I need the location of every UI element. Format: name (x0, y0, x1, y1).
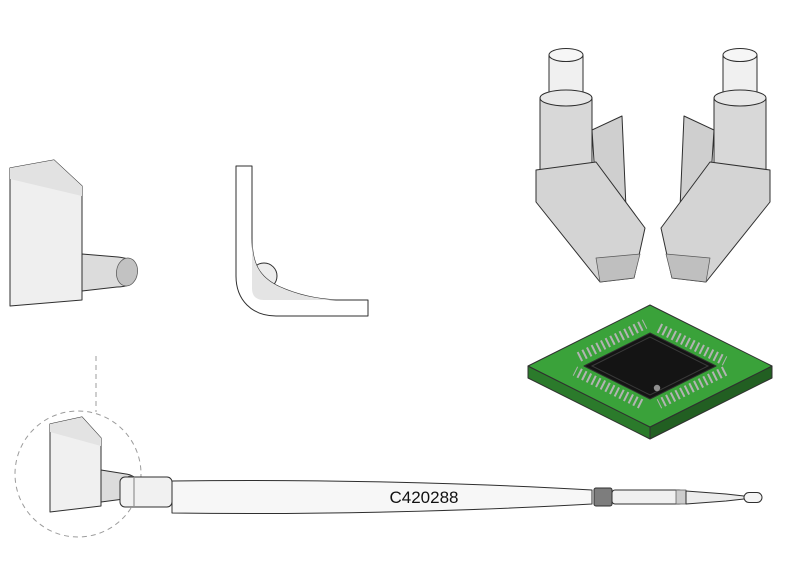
profile-corner-shading (252, 238, 336, 300)
tweezer-left (535, 48, 646, 283)
tip-blade-face (9, 159, 83, 307)
qfp-pins-bottom-left (572, 366, 644, 409)
cartridge-end-nub (743, 492, 763, 503)
qfp-chip-bevel (590, 336, 710, 396)
tip-stub-end (116, 257, 138, 287)
tweezer-assembly (535, 48, 771, 283)
detail-magnifier-circle (14, 410, 142, 538)
cartridge-dark-band (593, 487, 613, 507)
qfp-pin1-dot (653, 384, 661, 392)
qfp-pins-bottom-right (656, 366, 728, 409)
pcb-board (527, 304, 773, 440)
cartridge-taper (685, 490, 745, 505)
cartridge-shaft-ring (675, 489, 687, 505)
tweezer-chisel-face (595, 253, 641, 283)
qfp-pins-top-right (656, 323, 728, 366)
tip-front-view (9, 159, 138, 307)
cartridge-front-shaft (611, 489, 683, 505)
tweezer-barrel (539, 97, 593, 173)
cartridge-body (171, 479, 593, 515)
tweezer-upper-shaft-cap (548, 48, 584, 62)
tweezer-right (660, 48, 771, 283)
tip-blade-facet (10, 160, 82, 196)
tip-profile-view (235, 165, 369, 317)
tweezer-barrel-cap (539, 89, 593, 107)
cartridge-collar (119, 476, 173, 508)
cartridge-full-view: C420288 (14, 356, 763, 538)
cartridge-tip-facet (50, 417, 101, 446)
part-number-label: C420288 (389, 488, 458, 507)
qfp-chip-body (583, 332, 717, 400)
qfp-pins-top-left (576, 319, 648, 362)
